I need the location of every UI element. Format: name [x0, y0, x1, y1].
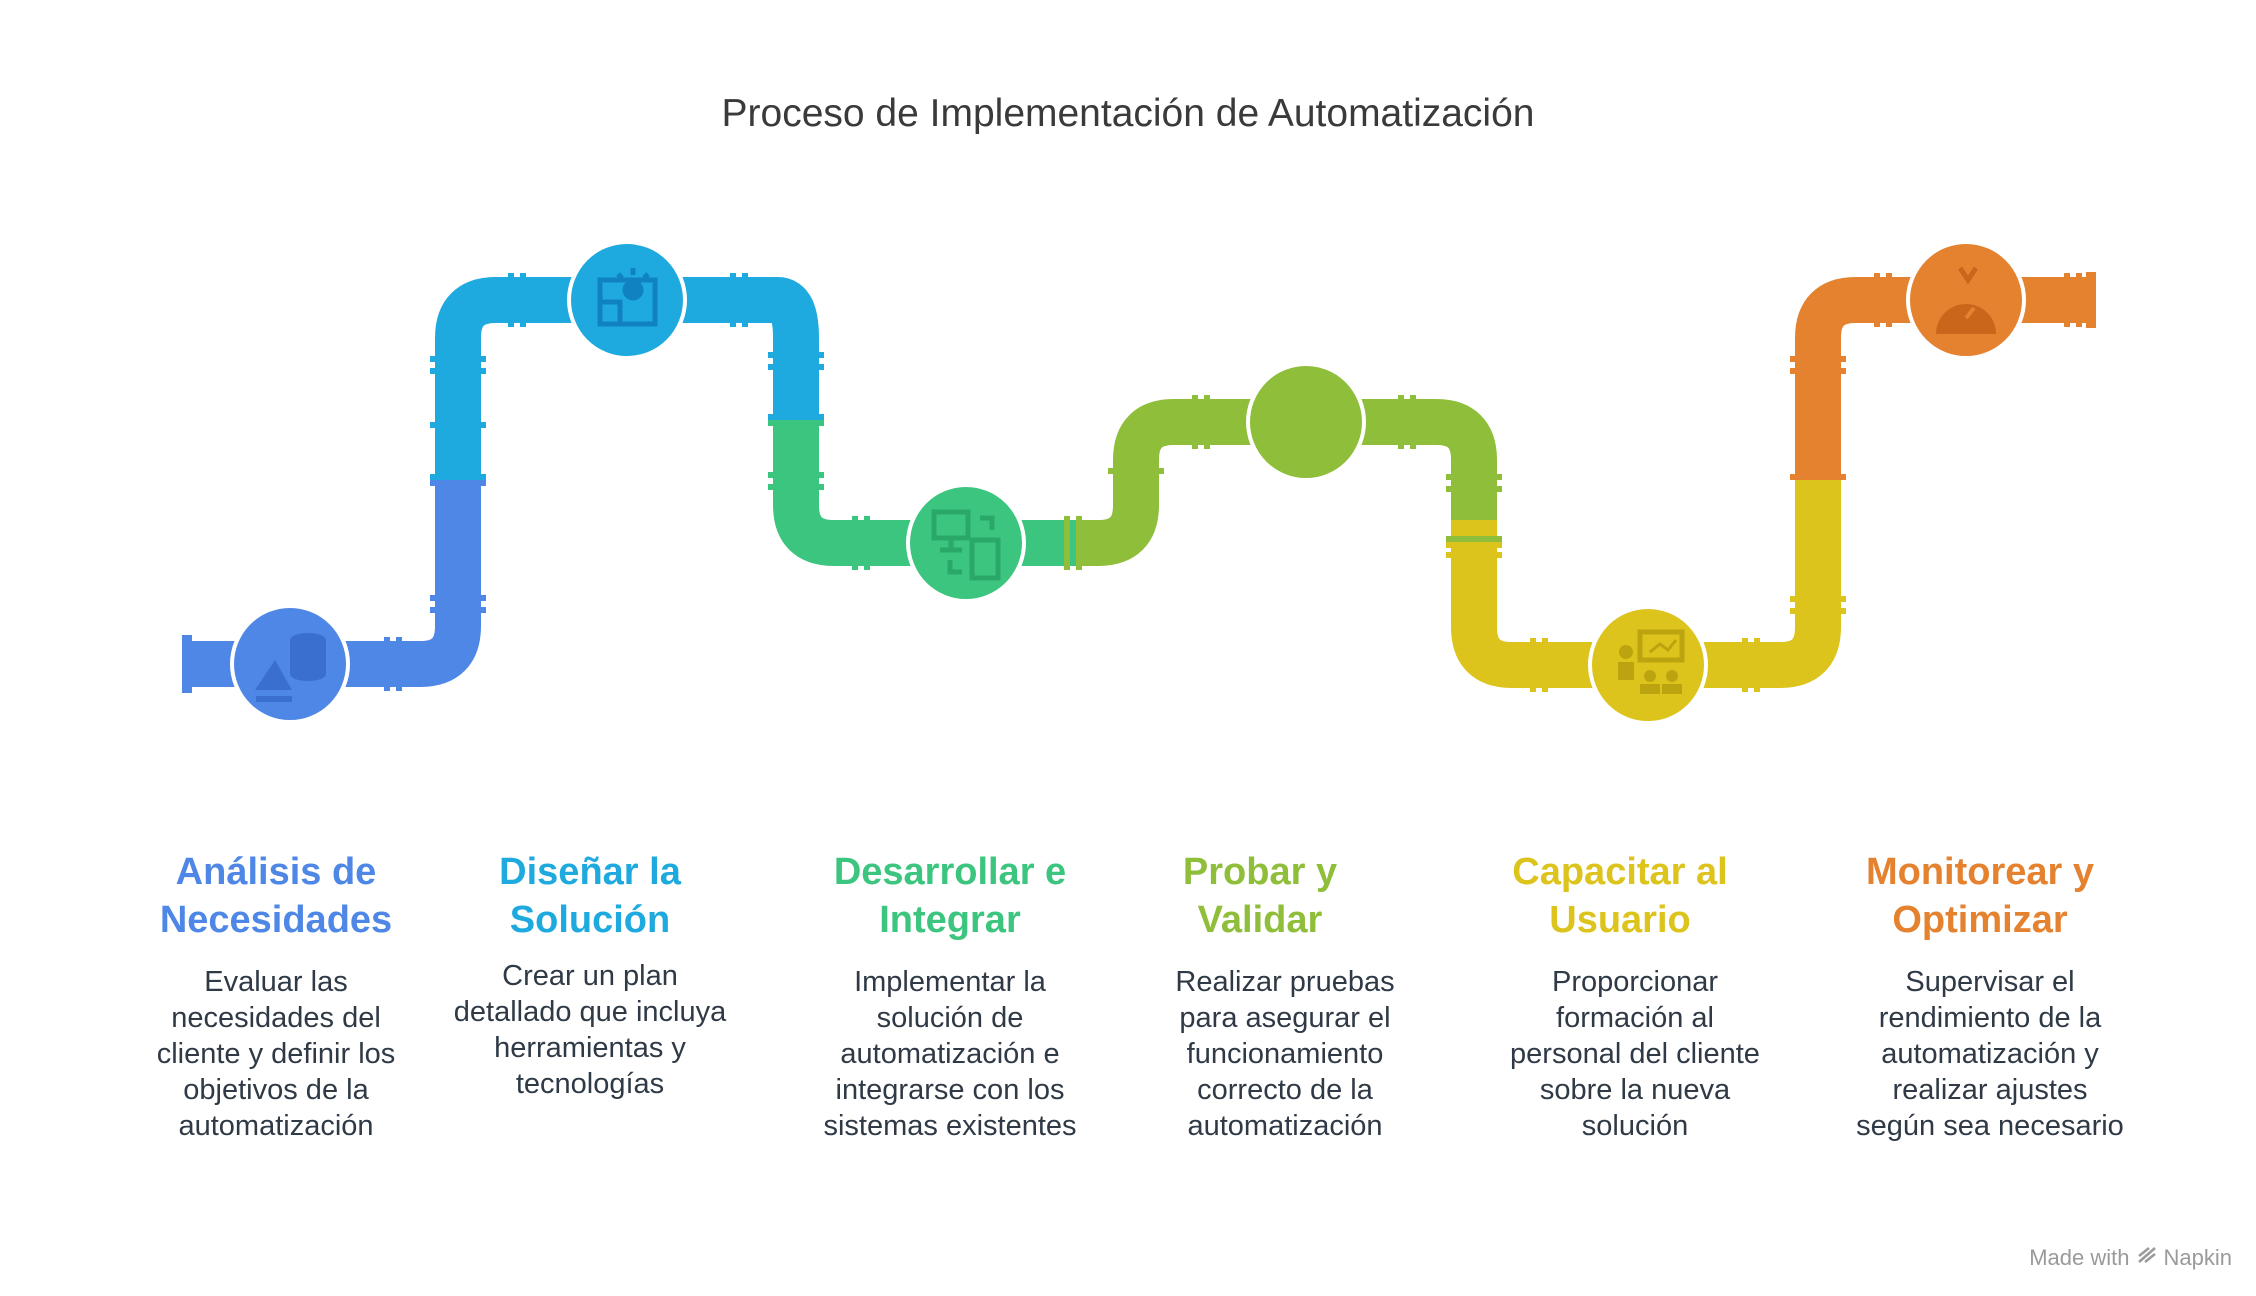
pipe-segment-green [773, 420, 1080, 566]
pipe-flange [2076, 273, 2082, 327]
pipe-flange [1742, 638, 1748, 692]
pipe-flange [1446, 552, 1502, 558]
node-monitor [1906, 240, 2026, 360]
pipe-flange [2064, 273, 2070, 327]
pipe-flange [1790, 474, 1846, 480]
pipe-flange [430, 356, 486, 362]
step-title: Probar y Validar [1182, 851, 1338, 941]
pipe-flange [520, 273, 526, 327]
pipe-flange [768, 484, 824, 490]
pipe-flange [430, 474, 486, 480]
step-description: Supervisar el rendimiento de la automati… [1856, 966, 2124, 1142]
step-train: Capacitar al Usuario Proporcionar formac… [1460, 848, 1780, 1144]
pipe-flange [1446, 474, 1502, 480]
step-description: Implementar la solución de automatizació… [823, 966, 1077, 1142]
pipe-flange [384, 637, 390, 691]
pipe-flange [1076, 516, 1082, 570]
pipe-flange [430, 368, 486, 374]
pipe-flange [508, 273, 514, 327]
step-title: Análisis de Necesidades [159, 851, 393, 941]
pipe-flange [1542, 638, 1548, 692]
step-design: Diseñar la Solución Crear un plan detall… [430, 848, 750, 1102]
pipe-flange [1446, 486, 1502, 492]
pipe-flange [768, 414, 824, 420]
step-monitor: Monitorear y Optimizar Supervisar el ren… [1820, 848, 2140, 1144]
step-description: Evaluar las necesidades del cliente y de… [156, 966, 396, 1142]
lightbulb-blueprint-icon [597, 268, 658, 327]
step-analysis: Análisis de Necesidades Evaluar las nece… [116, 848, 436, 1144]
step-title: Desarrollar e Integrar [833, 851, 1067, 941]
pipe-flange [430, 607, 486, 613]
presentation-icon [1618, 629, 1685, 694]
pipe-flange [742, 273, 748, 327]
pipe-flange [1874, 273, 1880, 327]
pipe-flange [1790, 608, 1846, 614]
napkin-logo-icon [2136, 1244, 2158, 1272]
pipe-flange [768, 352, 824, 358]
made-with-napkin[interactable]: Made with Napkin [2029, 1244, 2232, 1272]
pipe-flange [730, 273, 736, 327]
pipe-flanges [182, 272, 2096, 693]
pipe-segment-blue [190, 480, 481, 687]
pipe-flange [1530, 638, 1536, 692]
pipe-flange [768, 472, 824, 478]
pipe-flange [1398, 395, 1404, 449]
pipe-segment-cyan [435, 277, 819, 480]
step-title: Monitorear y Optimizar [1865, 851, 2095, 941]
pipe-flange [768, 420, 824, 426]
pipe-flange [1108, 468, 1164, 474]
step-title: Capacitar al Usuario [1512, 851, 1728, 941]
node-test [1246, 362, 1366, 482]
pipe-flange [1204, 395, 1210, 449]
diagram-title: Proceso de Implementación de Automatizac… [721, 92, 1535, 135]
pipe-flange [430, 480, 486, 486]
pipe-flange [864, 516, 870, 570]
pipe-flange [1064, 516, 1070, 570]
step-test: Probar y Validar Realizar pruebas para a… [1100, 848, 1420, 1144]
node-design [567, 240, 687, 360]
pipe-flange [430, 422, 486, 428]
devices-sync-icon [931, 509, 1001, 581]
node-develop [906, 483, 1026, 603]
pipe-flange [852, 516, 858, 570]
step-title: Diseñar la Solución [499, 851, 681, 941]
pipe-flange [1446, 542, 1502, 548]
pipe-end-cap [182, 635, 192, 693]
pipe-segment-lime [1075, 399, 1497, 566]
database-icon [255, 633, 326, 702]
pipe-flange [1446, 536, 1502, 542]
pipe-flange [1410, 395, 1416, 449]
pipe-segment-orange [1795, 277, 2090, 480]
step-develop: Desarrollar e Integrar Implementar la so… [790, 848, 1110, 1144]
pipeline-nodes [230, 240, 2026, 725]
pipe-flange [1790, 368, 1846, 374]
pipe-flange [768, 364, 824, 370]
pipe-end-cap [2086, 272, 2096, 328]
pipe-flange [1886, 273, 1892, 327]
step-description: Proporcionar formación al personal del c… [1510, 966, 1760, 1142]
made-with-label: Made with [2029, 1245, 2130, 1270]
node-analysis [230, 604, 350, 724]
pipe-flange [396, 637, 402, 691]
pipe-flange [1790, 596, 1846, 602]
step-description: Crear un plan detallado que incluya herr… [453, 960, 727, 1100]
pipe-flange [430, 595, 486, 601]
pipe-flange [1754, 638, 1760, 692]
pipe-flange [1790, 356, 1846, 362]
gauge-icon [1936, 266, 1996, 334]
napkin-brand: Napkin [2163, 1245, 2232, 1270]
pipe-flange [1192, 395, 1198, 449]
step-description: Realizar pruebas para asegurar el funcio… [1175, 966, 1395, 1142]
node-train [1588, 605, 1708, 725]
